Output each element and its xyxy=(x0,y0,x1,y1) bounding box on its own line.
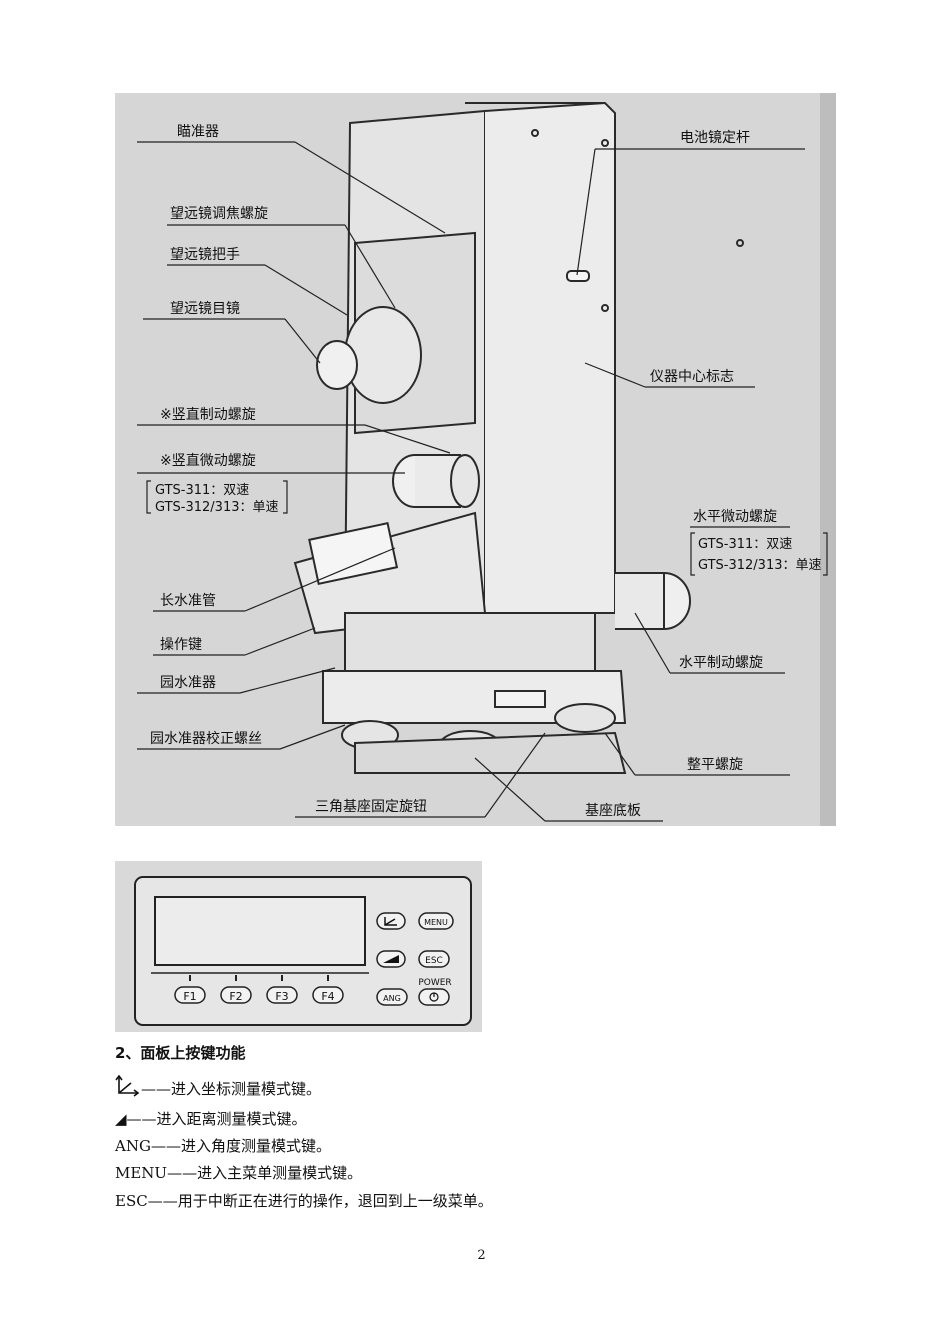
label-sight: 瞄准器 xyxy=(177,124,219,140)
label-operation-keys: 操作键 xyxy=(160,637,202,653)
label-vertical-speed-2: GTS-312/313：单速 xyxy=(155,500,279,515)
menu-label: MENU xyxy=(424,918,448,927)
label-battery-lock: 电池镜定杆 xyxy=(680,130,750,146)
esc-key-name: ESC xyxy=(115,1192,148,1210)
f2-label: F2 xyxy=(229,990,242,1003)
coord-key-icon xyxy=(384,917,397,926)
esc-label: ESC xyxy=(425,956,443,966)
ang-key xyxy=(376,988,408,1006)
item-menu-text: ——进入主菜单测量模式键。 xyxy=(167,1164,363,1182)
f4-key xyxy=(312,986,344,1004)
instrument-diagram: 瞄准器 望远镜调焦螺旋 望远镜把手 望远镜目镜 ※竖直制动螺旋 ※竖直微动螺旋 … xyxy=(115,93,836,826)
label-horizontal-fine: 水平微动螺旋 xyxy=(693,509,777,525)
f1-label: F1 xyxy=(183,990,196,1003)
label-circular-level: 园水准器 xyxy=(160,675,216,691)
label-eyepiece: 望远镜目镜 xyxy=(170,301,240,317)
label-base-plate: 基座底板 xyxy=(585,802,641,819)
label-center-mark: 仪器中心标志 xyxy=(650,369,734,385)
list-item: ◢——进入距离测量模式键。 xyxy=(115,1108,307,1129)
coordinate-key-icon xyxy=(115,1074,141,1101)
list-item: ——进入坐标测量模式键。 xyxy=(115,1074,322,1101)
power-label: POWER xyxy=(418,978,451,988)
label-plate-level: 长水准管 xyxy=(160,593,216,609)
label-tribrach-lock: 三角基座固定旋钮 xyxy=(315,798,427,815)
ang-label: ANG xyxy=(383,994,401,1003)
f3-label: F3 xyxy=(275,990,288,1003)
menu-key xyxy=(418,912,454,930)
instrument-diagram-svg: 瞄准器 望远镜调焦螺旋 望远镜把手 望远镜目镜 ※竖直制动螺旋 ※竖直微动螺旋 … xyxy=(115,93,836,826)
ang-key-name: ANG xyxy=(115,1137,151,1155)
menu-key-name: MENU xyxy=(115,1164,168,1182)
esc-key xyxy=(418,950,450,968)
keypad-diagram-svg: F1 F2 F3 F4 MENU ESC ANG POWER xyxy=(115,861,482,1032)
keypad-display xyxy=(154,896,366,966)
label-horizontal-speed-2: GTS-312/313：单速 xyxy=(698,558,822,573)
section-heading: 2、面板上按键功能 xyxy=(115,1044,246,1062)
label-circular-level-screw: 园水准器校正螺丝 xyxy=(150,730,262,747)
f4-label: F4 xyxy=(321,990,334,1003)
label-horizontal-clamp: 水平制动螺旋 xyxy=(679,655,763,671)
label-vertical-speed-1: GTS-311：双速 xyxy=(155,483,249,498)
f3-key xyxy=(266,986,298,1004)
item-coordinate-text: ——进入坐标测量模式键。 xyxy=(141,1080,322,1098)
item-distance-text: ——进入距离测量模式键。 xyxy=(126,1110,307,1128)
label-telescope-handle: 望远镜把手 xyxy=(170,247,240,263)
keypad-diagram: F1 F2 F3 F4 MENU ESC ANG POWER xyxy=(115,861,482,1032)
f1-key xyxy=(174,986,206,1004)
label-vertical-clamp: ※竖直制动螺旋 xyxy=(160,406,256,423)
label-vertical-fine: ※竖直微动螺旋 xyxy=(160,452,256,469)
item-esc-text: ——用于中断正在进行的操作，退回到上一级菜单。 xyxy=(147,1192,493,1210)
page-number: 2 xyxy=(477,1248,486,1263)
label-focus-knob: 望远镜调焦螺旋 xyxy=(170,206,268,222)
f2-key xyxy=(220,986,252,1004)
distance-key-glyph: ◢ xyxy=(115,1110,127,1128)
label-horizontal-speed-1: GTS-311：双速 xyxy=(698,537,792,552)
distance-key-icon xyxy=(383,955,399,963)
item-angle-text: ——进入角度测量模式键。 xyxy=(150,1137,331,1155)
label-leveling-screw: 整平螺旋 xyxy=(687,757,743,773)
list-item: ESC——用于中断正在进行的操作，退回到上一级菜单。 xyxy=(115,1190,493,1211)
list-item: MENU——进入主菜单测量模式键。 xyxy=(115,1162,362,1183)
list-item: ANG——进入角度测量模式键。 xyxy=(115,1135,331,1156)
